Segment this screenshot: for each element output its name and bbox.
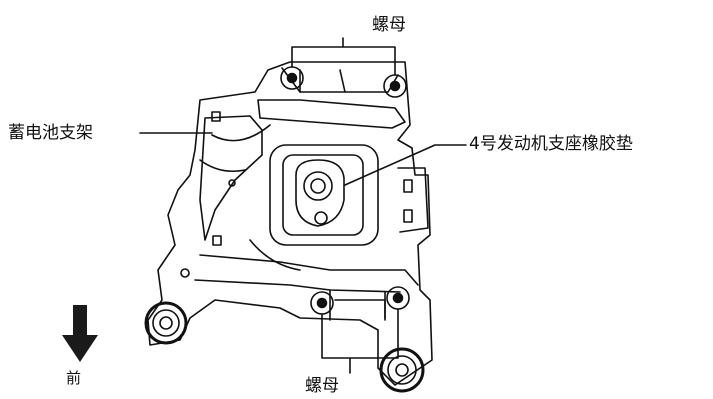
small-hole-2 bbox=[180, 268, 190, 278]
mount-pocket-inner bbox=[282, 154, 364, 236]
down-arrow-icon bbox=[62, 305, 98, 362]
lower-flange-box bbox=[334, 299, 386, 319]
label-engine-mount: 4号发动机支座橡胶垫 bbox=[469, 134, 633, 154]
top-flange-ribs bbox=[299, 69, 346, 93]
right-slot-1 bbox=[403, 179, 413, 193]
right-side-plate bbox=[397, 167, 429, 233]
bottom-right-nut bbox=[386, 286, 410, 310]
callout-engine-mount bbox=[344, 144, 467, 186]
bracket-curve-2 bbox=[199, 159, 246, 173]
mount-hole bbox=[314, 211, 328, 225]
lower-right-bushing bbox=[379, 347, 425, 393]
bracket-curve bbox=[211, 124, 271, 142]
lower-rib bbox=[199, 254, 419, 286]
square-hole-2 bbox=[212, 235, 222, 246]
mount-pocket-outer bbox=[269, 144, 379, 246]
callout-nut-top bbox=[291, 37, 396, 76]
callout-nut-bottom bbox=[321, 308, 399, 374]
right-slot-2 bbox=[403, 209, 413, 223]
bracket-outline bbox=[147, 61, 433, 386]
square-hole-1 bbox=[211, 111, 221, 122]
label-nut-top: 螺母 bbox=[372, 15, 406, 35]
lower-left-bushing bbox=[144, 301, 188, 345]
lower-flange-lines bbox=[329, 289, 386, 321]
battery-bracket-face bbox=[199, 115, 263, 241]
top-right-nut bbox=[383, 74, 407, 98]
top-rib bbox=[257, 99, 406, 129]
mount-bolt-center bbox=[310, 178, 326, 194]
label-battery-bracket: 蓄电池支架 bbox=[8, 123, 93, 143]
label-nut-bottom: 螺母 bbox=[305, 376, 339, 396]
lower-rib-2 bbox=[194, 279, 401, 293]
mount-bolt-ring bbox=[303, 171, 333, 201]
label-front: 前 bbox=[66, 369, 82, 387]
lower-curve bbox=[249, 239, 301, 271]
mount-bushing bbox=[295, 159, 345, 227]
small-hole-1 bbox=[228, 179, 236, 187]
